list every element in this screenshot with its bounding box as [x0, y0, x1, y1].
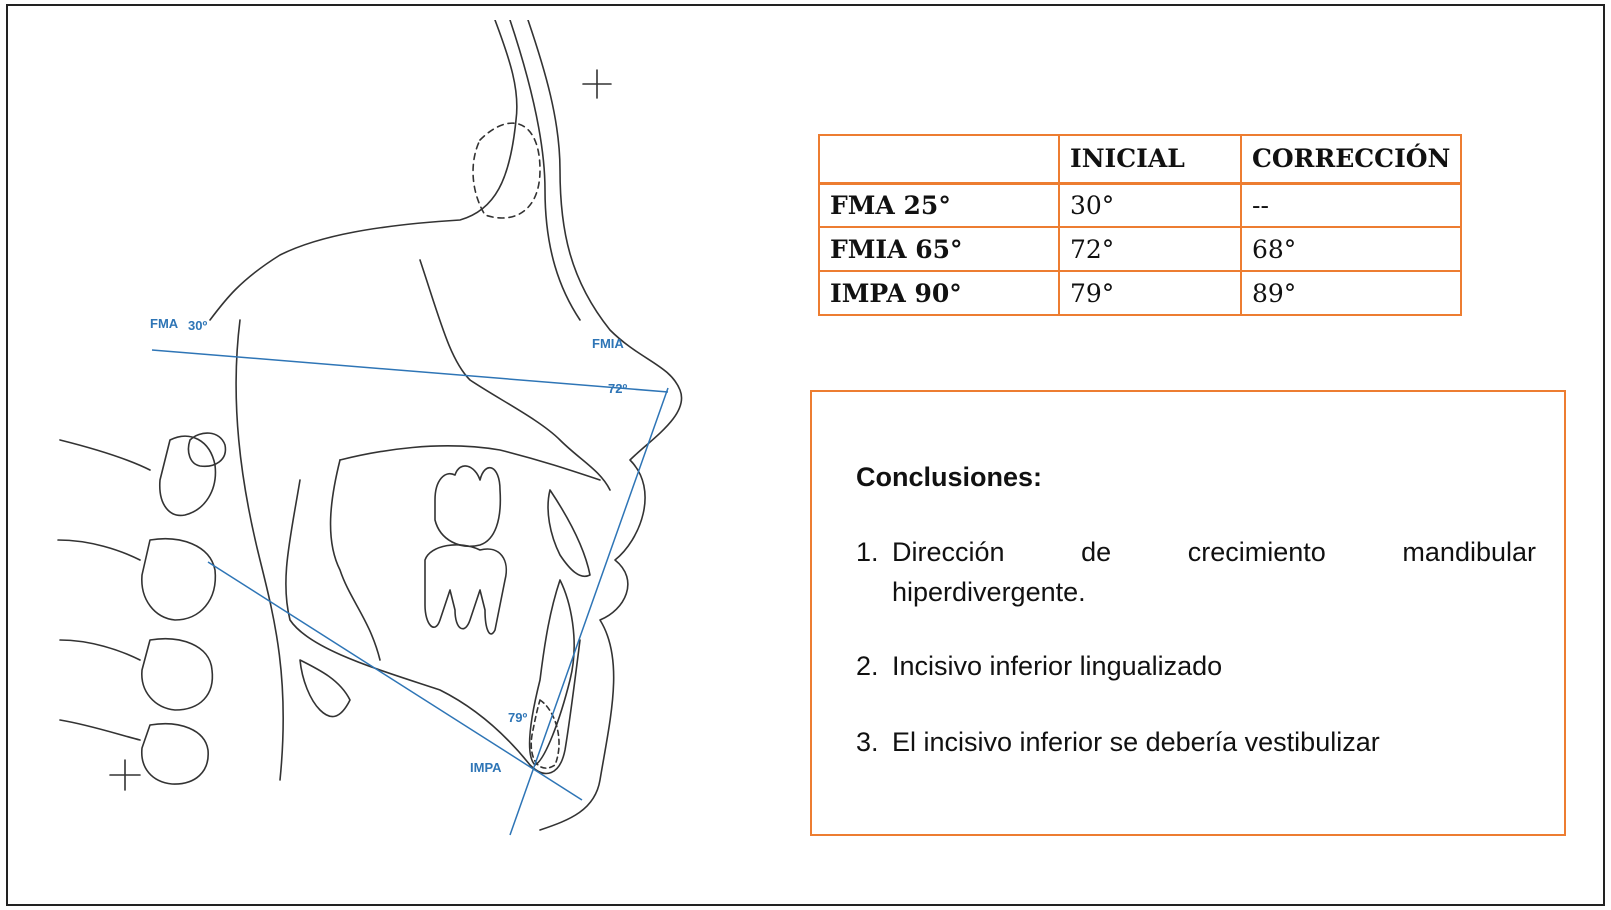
mandibular-plane-line	[207, 561, 583, 801]
cephalometric-table: INICIAL CORRECCIÓN FMA 25° 30° -- FMIA 6…	[818, 134, 1463, 316]
mandible-outline	[285, 479, 581, 775]
vertebra-2	[141, 538, 217, 621]
conclusion-item-1: 1. Dirección de crecimiento mandibular h…	[856, 532, 1536, 612]
conclusion-item-2: 2. Incisivo inferior lingualizado	[856, 646, 1536, 686]
vertebra-1	[159, 435, 217, 517]
hyoid-outline	[299, 659, 351, 718]
molar-upper	[434, 465, 502, 547]
vertebra-4	[141, 723, 209, 785]
row-correccion: 68°	[1239, 226, 1463, 272]
ramus-outline	[329, 459, 381, 661]
soft-tissue-forehead	[527, 19, 683, 831]
table-header-row: INICIAL CORRECCIÓN	[818, 134, 1463, 185]
item-text-line1: Dirección de crecimiento mandibular	[892, 537, 1536, 567]
molar-lower	[424, 544, 507, 635]
incisor-axis-line	[509, 387, 669, 836]
row-label: IMPA 90°	[818, 270, 1060, 316]
frankfort-plane-line	[151, 349, 669, 393]
registration-cross-top	[582, 69, 612, 99]
header-cell-correccion: CORRECCIÓN	[1239, 134, 1463, 185]
table-row: FMIA 65° 72° 68°	[818, 226, 1463, 272]
cephalometric-tracing: FMA 30º FMIA 72º 79º IMPA	[40, 19, 760, 880]
table-row: FMA 25° 30° --	[818, 182, 1463, 228]
header-cell-inicial: INICIAL	[1058, 134, 1242, 185]
sella-outline	[187, 432, 227, 468]
pharynx-contour	[235, 319, 284, 781]
fma-value: 30º	[188, 318, 207, 333]
row-inicial: 79°	[1058, 270, 1242, 316]
row-label: FMIA 65°	[818, 226, 1060, 272]
registration-cross-bottom	[109, 759, 141, 791]
upper-incisor	[547, 489, 591, 577]
item-text-line2: hiperdivergente.	[892, 577, 1086, 607]
conclusions-box: Conclusiones: 1. Dirección de crecimient…	[810, 390, 1566, 836]
symphysis-dashed	[530, 699, 560, 769]
table-row: IMPA 90° 79° 89°	[818, 270, 1463, 316]
palate-outline	[339, 445, 601, 481]
tracing-svg: FMA 30º FMIA 72º 79º IMPA	[57, 19, 683, 836]
fma-label: FMA	[150, 316, 179, 331]
item-number: 3.	[856, 727, 879, 757]
fmia-label: FMIA	[592, 336, 624, 351]
maxilla-outline	[419, 259, 611, 491]
row-label: FMA 25°	[818, 182, 1060, 228]
orbit-outline	[472, 122, 541, 219]
header-cell-empty	[818, 134, 1060, 185]
frontal-bone	[509, 19, 581, 321]
skull-outline	[209, 19, 518, 321]
spine-contour	[57, 439, 151, 741]
item-number: 1.	[856, 537, 879, 567]
conclusions-title: Conclusiones:	[856, 462, 1043, 492]
item-text: El incisivo inferior se debería vestibul…	[892, 727, 1380, 757]
impa-label: IMPA	[470, 760, 502, 775]
row-correccion: --	[1239, 182, 1463, 228]
vertebra-3	[141, 638, 214, 711]
conclusion-item-3: 3. El incisivo inferior se debería vesti…	[856, 722, 1536, 762]
row-inicial: 72°	[1058, 226, 1242, 272]
impa-value: 79º	[508, 710, 527, 725]
item-number: 2.	[856, 651, 879, 681]
fmia-value: 72º	[608, 381, 627, 396]
row-correccion: 89°	[1239, 270, 1463, 316]
item-text: Incisivo inferior lingualizado	[892, 651, 1223, 681]
row-inicial: 30°	[1058, 182, 1242, 228]
